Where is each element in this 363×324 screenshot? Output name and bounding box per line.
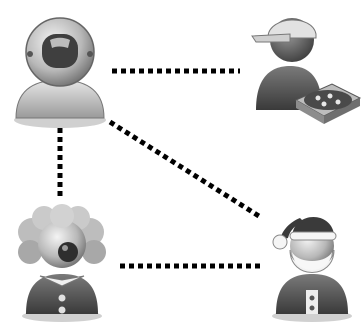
pizza-topping (327, 93, 333, 99)
pizza-user-cap-brim (251, 33, 291, 43)
santa-hat-tip (280, 218, 304, 240)
pizza-topping (315, 95, 321, 101)
santa-hat-trim (289, 231, 337, 241)
clown-nose-shine (62, 245, 68, 251)
santa-beard-lower (292, 252, 332, 270)
connectors (57, 68, 264, 269)
clown-nose (58, 242, 78, 262)
clown-user-icon[interactable] (18, 204, 106, 322)
clown-button (58, 306, 66, 314)
santa-belt (306, 290, 318, 314)
pizza-box-front (324, 98, 360, 124)
pizza (304, 90, 352, 110)
santa-hat-pompom (272, 234, 288, 250)
astronaut-bolt-right (87, 51, 93, 57)
pizza-topping (335, 99, 341, 105)
santa-button (309, 305, 315, 311)
pizza-topping (321, 101, 327, 107)
astronaut-visor-glare (50, 37, 70, 48)
clown-collar (39, 275, 85, 287)
pizza-box-side (296, 100, 324, 124)
astronaut-bolt-left (27, 51, 33, 57)
clown-button (58, 294, 66, 302)
clown-body (26, 274, 98, 314)
pizza-delivery-user-icon[interactable] (251, 18, 362, 124)
astronaut-user-icon[interactable] (14, 17, 106, 128)
pizza-user-cap (267, 19, 317, 39)
edge-astronaut-santa (108, 119, 264, 221)
clown-hair-curl (50, 204, 74, 228)
clown-hair-curl (18, 240, 42, 264)
clown-hair-curl (82, 240, 106, 264)
santa-button (309, 295, 315, 301)
santa-user-icon[interactable] (272, 216, 352, 322)
